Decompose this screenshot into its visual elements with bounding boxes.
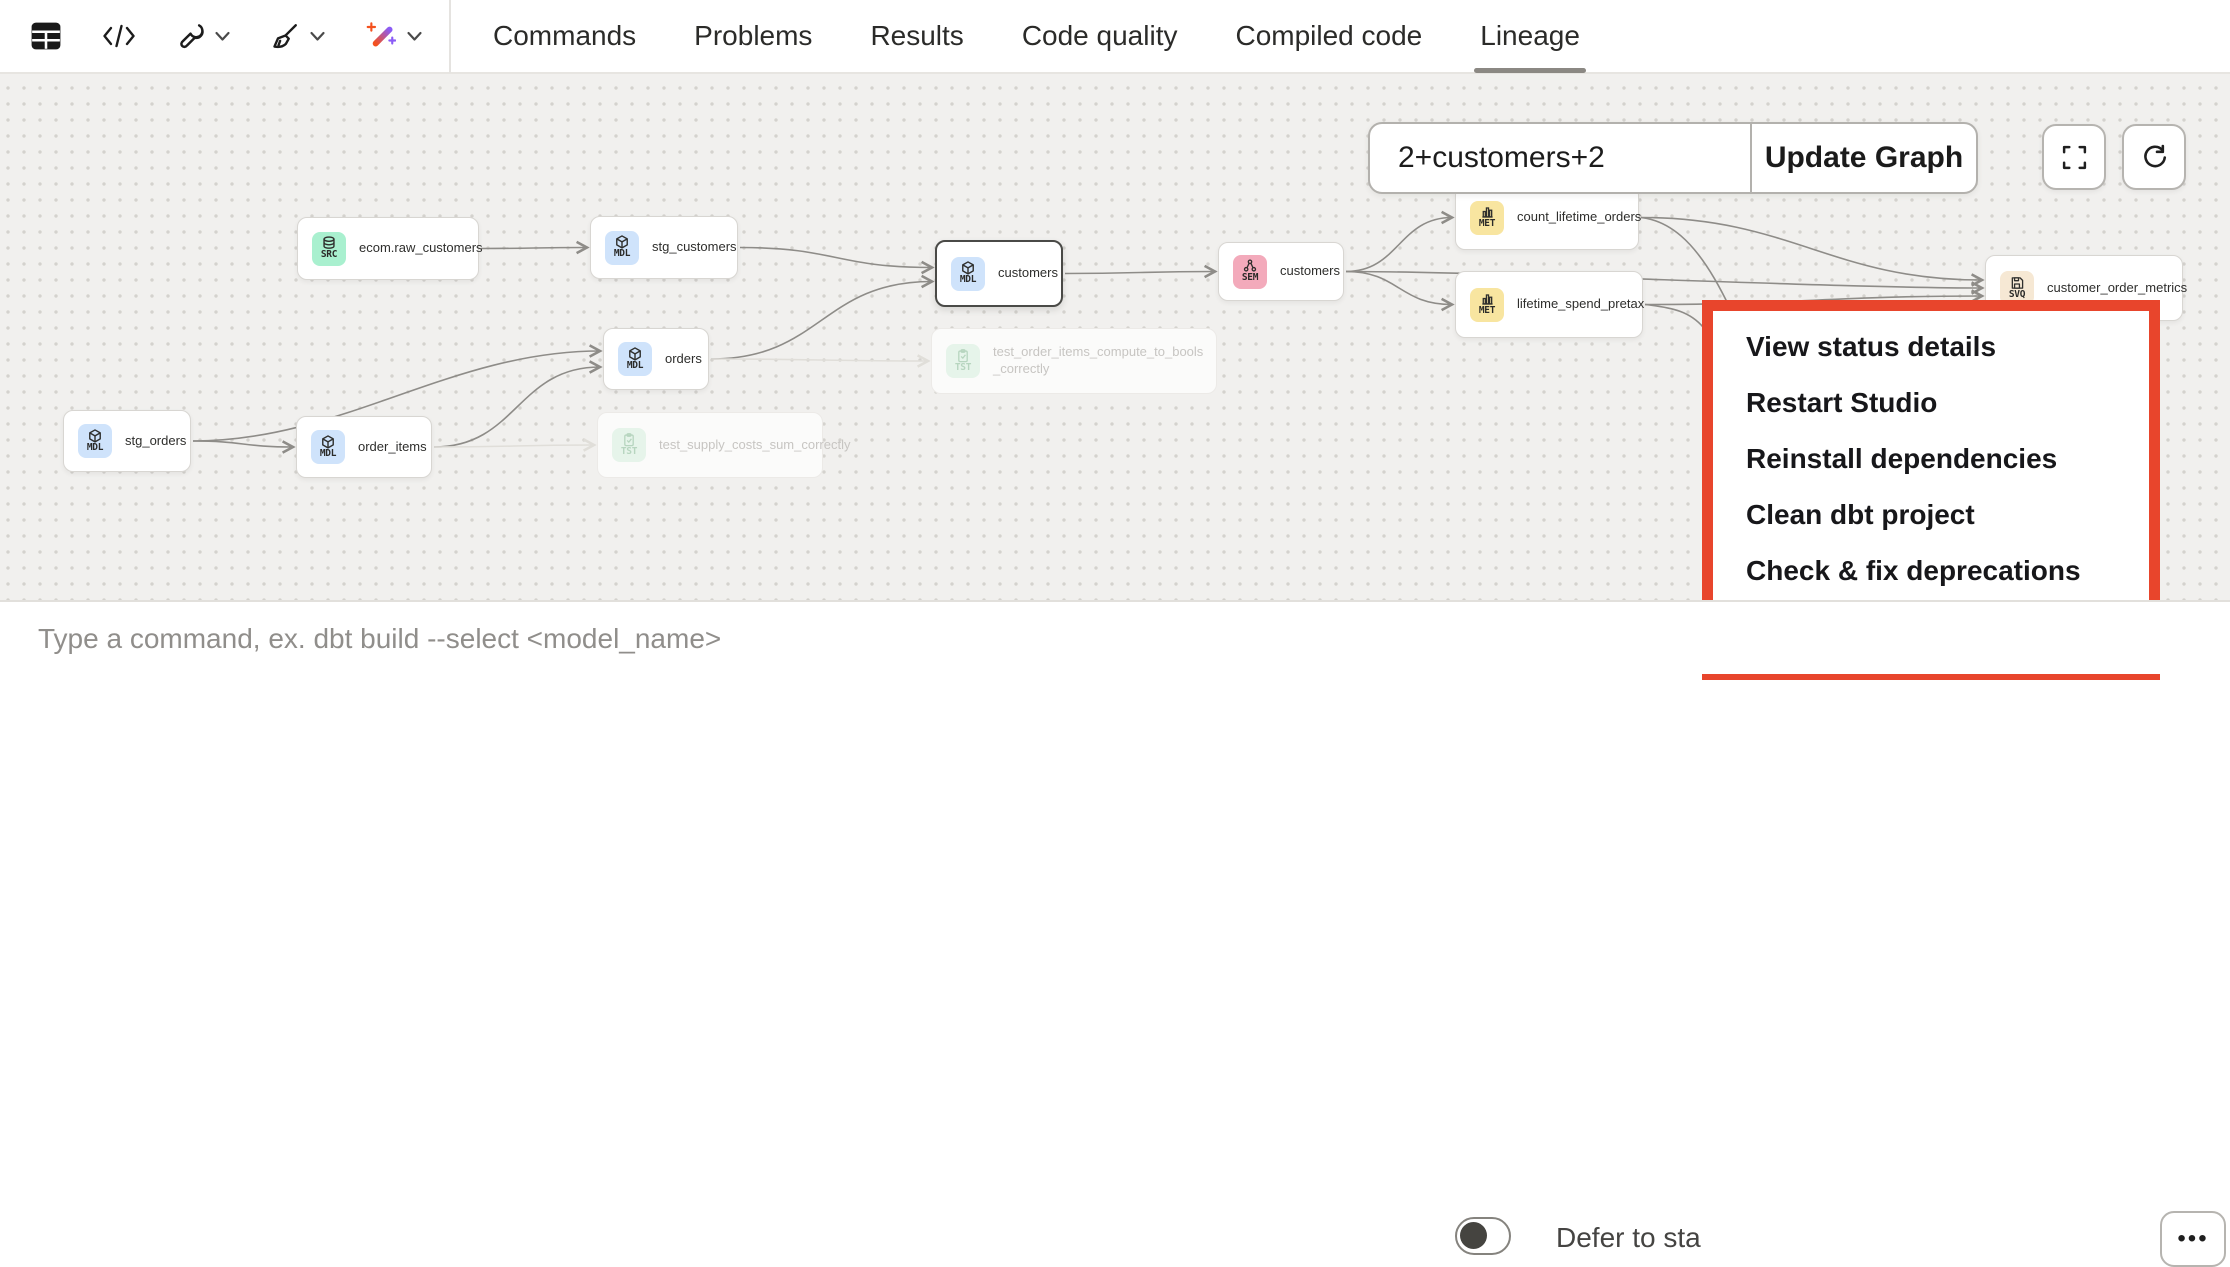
node-label: stg_orders [125, 432, 187, 448]
chevron-down-icon [215, 31, 230, 41]
node-lifetime-spend-pretax[interactable]: MET lifetime_spend_pretax [1455, 271, 1645, 338]
ai-assist-button[interactable] [366, 21, 423, 51]
tool-icon-group [0, 21, 423, 51]
node-test-order-items-compute-to-bools-correctly[interactable]: TST test_order_items_compute_to_bools_cor… [931, 328, 1217, 394]
more-options-button[interactable]: ••• [2160, 1211, 2226, 1267]
node-label: order_items [358, 438, 427, 454]
menu-item-check-fix-deprecations[interactable]: Check & fix deprecations [1746, 555, 2081, 586]
build-tools-button[interactable] [176, 22, 231, 50]
node-order-items[interactable]: MDL order_items [296, 416, 432, 478]
tab-problems[interactable]: Problems [694, 20, 813, 51]
node-label: customers [998, 265, 1058, 281]
refresh-icon [2144, 144, 2167, 168]
menu-item-reinstall-dependencies[interactable]: Reinstall dependencies [1746, 443, 2058, 474]
table-view-button[interactable] [30, 21, 62, 51]
node-customers-semantic[interactable]: SEM customers [1218, 242, 1344, 301]
node-label: test_supply_costs_sum_correctly [659, 436, 851, 452]
fullscreen-button[interactable] [2042, 124, 2106, 190]
node-count-lifetime-orders[interactable]: MET count_lifetime_orders [1455, 185, 1642, 250]
refresh-button[interactable] [2122, 124, 2186, 190]
graph-selector-input[interactable] [1370, 124, 1750, 192]
menu-item-view-status-details[interactable]: View status details [1746, 331, 1997, 362]
menu-item-clean-dbt-project[interactable]: Clean dbt project [1746, 499, 1975, 530]
toolbar-divider [449, 0, 451, 73]
command-bar: Defer to sta ••• [0, 600, 2230, 1267]
tab-compiled-code[interactable]: Compiled code [1235, 20, 1423, 51]
bar-chart-icon: MET [1470, 287, 1504, 322]
node-label: count_lifetime_orders [1517, 209, 1642, 225]
node-label: lifetime_spend_pretax [1517, 296, 1645, 312]
cube-icon: MDL [311, 430, 345, 464]
chevron-down-icon [310, 31, 325, 41]
semantic-graph-icon: SEM [1233, 254, 1267, 289]
cube-icon: MDL [618, 342, 652, 376]
bar-chart-icon: MET [1470, 200, 1504, 235]
code-icon [103, 24, 135, 48]
node-customers-model[interactable]: MDL customers [935, 240, 1063, 307]
node-label: orders [665, 350, 702, 366]
cube-icon: MDL [951, 256, 985, 291]
node-orders[interactable]: MDL orders [603, 328, 709, 390]
lineage-edges [192, 210, 1985, 487]
tab-results[interactable]: Results [870, 20, 964, 51]
panel-tabs: Commands Problems Results Code quality Compi… [493, 0, 1586, 73]
clipboard-check-icon: TST [946, 344, 980, 378]
floppy-disk-icon: SVQ [2000, 271, 2034, 305]
code-button[interactable] [102, 23, 136, 49]
chevron-down-icon [407, 31, 422, 41]
fullscreen-icon [2062, 145, 2086, 169]
tab-lineage[interactable]: Lineage [1474, 0, 1586, 73]
broom-icon [273, 24, 297, 49]
wrench-icon [180, 24, 204, 49]
menu-item-restart-studio[interactable]: Restart Studio [1746, 387, 1938, 418]
node-label: test_order_items_compute_to_bools_correc… [993, 344, 1204, 376]
toggle-knob [1460, 1222, 1487, 1249]
node-stg-orders[interactable]: MDL stg_orders [63, 410, 191, 472]
node-label: stg_customers [652, 239, 737, 255]
selector-divider [1750, 124, 1752, 192]
top-toolbar: Commands Problems Results Code quality Compi… [0, 0, 2230, 74]
magic-wand-icon [366, 22, 396, 47]
defer-toggle[interactable] [1455, 1217, 1511, 1255]
cube-icon: MDL [605, 230, 639, 265]
node-label: customer_order_metrics [2047, 279, 2188, 295]
command-input[interactable] [36, 612, 1360, 666]
node-label: customers [1280, 263, 1340, 279]
graph-selector: Update Graph [1368, 122, 1978, 194]
clean-tools-button[interactable] [271, 22, 326, 50]
tab-code-quality[interactable]: Code quality [1021, 20, 1178, 51]
clipboard-check-icon: TST [612, 428, 646, 462]
node-ecom-raw-customers[interactable]: SRC ecom.raw_customers [297, 217, 483, 280]
table-icon [31, 22, 61, 50]
database-icon: SRC [312, 231, 346, 266]
defer-label: Defer to sta [1556, 1222, 1701, 1253]
update-graph-button[interactable]: Update Graph [1752, 124, 1976, 192]
cube-icon: MDL [78, 424, 112, 458]
tab-commands[interactable]: Commands [493, 20, 637, 51]
node-stg-customers[interactable]: MDL stg_customers [590, 216, 738, 279]
node-test-supply-costs-sum-correctly[interactable]: TST test_supply_costs_sum_correctly [597, 412, 850, 478]
node-label: ecom.raw_customers [359, 240, 483, 256]
